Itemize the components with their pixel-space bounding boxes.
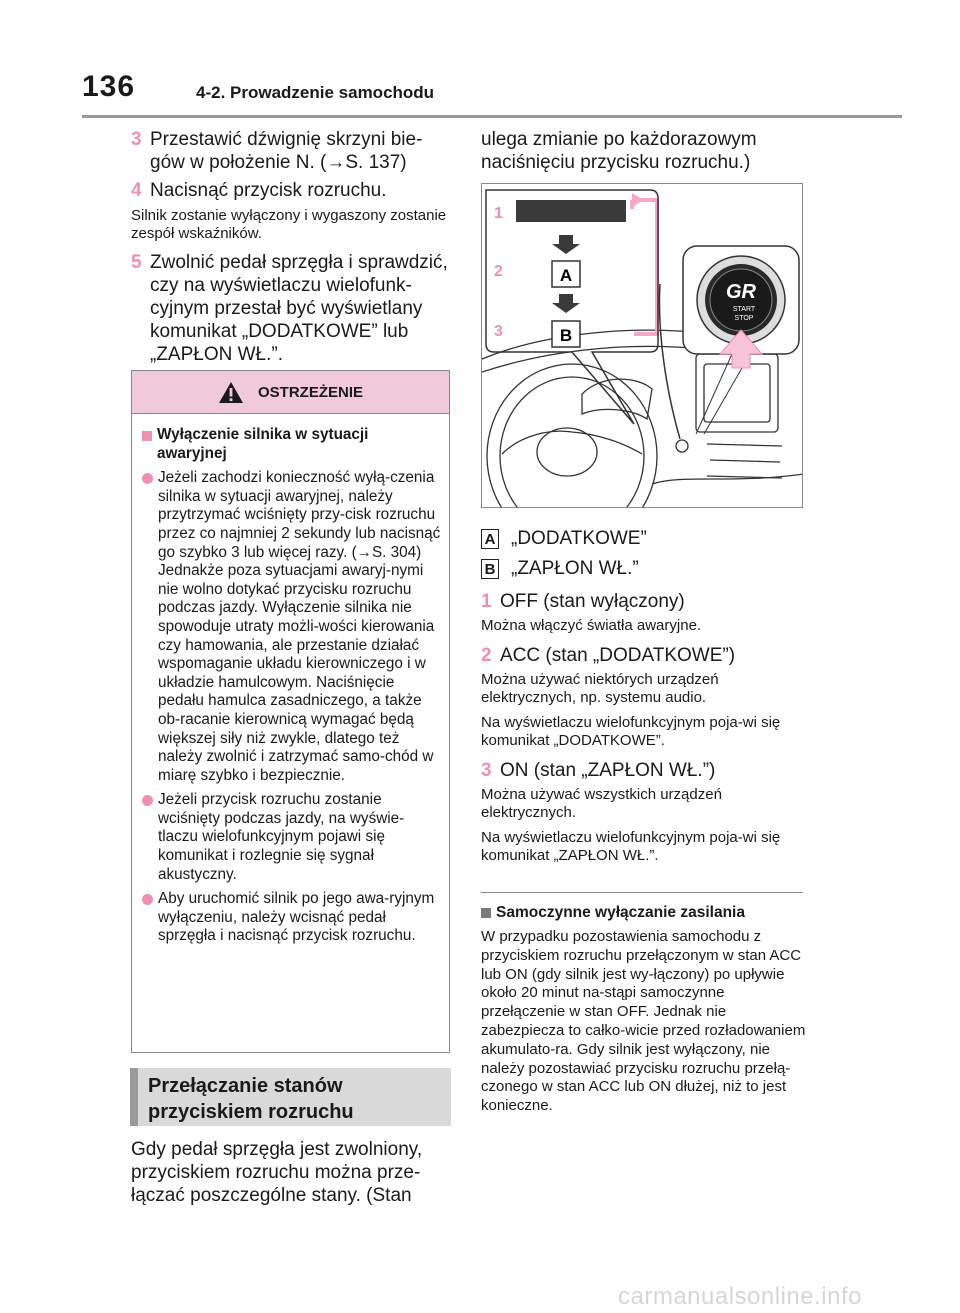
- warning-bullet: Aby uruchomić silnik po jego awa-ryjnym …: [142, 890, 441, 946]
- state-note: Można używać niektórych urządzeń elektry…: [481, 671, 719, 706]
- intro-continuation: ulega zmianie po każdorazowym naciśnięci…: [481, 129, 757, 173]
- legend-item-a: A „DODATKOWE”: [481, 528, 806, 550]
- legend-item-b: B „ZAPŁON WŁ.”: [481, 558, 806, 580]
- auto-off-text: W przypadku pozostawienia samochodu z pr…: [481, 928, 806, 1115]
- intro-paragraph: Gdy pedał sprzęgła jest zwolniony, przyc…: [131, 1139, 423, 1206]
- watermark: carmanualsonline.info: [618, 1283, 862, 1310]
- warning-bullet: Jeżeli przycisk rozruchu zostanie wciśni…: [142, 791, 441, 884]
- step-5: 5 Zwolnić pedał sprzęgła i sprawdzić, cz…: [131, 252, 448, 365]
- warning-header: OSTRZEŻENIE: [132, 371, 449, 414]
- warning-heading: Wyłączenie silnika w sytuacji awaryjnej: [142, 426, 441, 463]
- state-note: Można używać wszystkich urządzeń elektry…: [481, 786, 722, 821]
- warning-box: OSTRZEŻENIE Wyłączenie silnika w sytuacj…: [131, 370, 450, 1053]
- warning-body: Wyłączenie silnika w sytuacji awaryjnej …: [132, 414, 449, 946]
- section-title-box: Przełączanie stanów przyciskiem rozruchu: [130, 1068, 451, 1126]
- figure-number-1: 1: [494, 205, 503, 222]
- dashboard-illustration: A B 1 2 3 GR START STOP: [482, 189, 802, 507]
- figure-letter-a: A: [560, 266, 572, 285]
- warning-triangle-icon: [218, 381, 243, 403]
- bullet-dot-icon: [142, 795, 153, 807]
- square-bullet-icon: [481, 908, 491, 918]
- pointer-arrow-icon: [718, 329, 764, 369]
- display-bar: [516, 200, 626, 222]
- start-button-figure: A B 1 2 3 GR START STOP: [481, 183, 803, 508]
- state-note: Na wyświetlaczu wielofunkcyjnym poja-wi …: [481, 714, 781, 749]
- bullet-dot-icon: [142, 894, 153, 906]
- page-number: 136: [82, 70, 136, 103]
- state-acc: 2 ACC (stan „DODATKOWE”): [481, 645, 736, 666]
- square-bullet-icon: [142, 431, 152, 441]
- states-list: 1 OFF (stan wyłączony) Można włączyć świ…: [481, 590, 806, 865]
- header-divider: [82, 115, 902, 118]
- step-4-note: Silnik zostanie wyłączony i wygaszony zo…: [131, 207, 447, 242]
- figure-number-3: 3: [494, 323, 503, 340]
- state-note: Można włączyć światła awaryjne.: [481, 617, 702, 634]
- warning-title: OSTRZEŻENIE: [257, 383, 363, 401]
- auto-off-title: Samoczynne wyłączanie zasilania: [481, 904, 806, 922]
- figure-number-2: 2: [494, 263, 503, 280]
- step-3: 3 Przestawić dźwignię skrzyni bie-gów w …: [131, 129, 423, 173]
- warning-bullet: Jeżeli zachodzi konieczność wyłą-czenia …: [142, 469, 441, 785]
- left-steps: 3 Przestawić dźwignię skrzyni bie-gów w …: [131, 128, 453, 366]
- bullet-dot-icon: [142, 473, 153, 485]
- section-title-line: Przełączanie stanów: [148, 1075, 343, 1097]
- stop-label: STOP: [735, 315, 754, 322]
- state-off: 1 OFF (stan wyłączony): [481, 591, 685, 612]
- figure-legend: A „DODATKOWE” B „ZAPŁON WŁ.”: [481, 528, 806, 580]
- state-on: 3 ON (stan „ZAPŁON WŁ.”): [481, 760, 716, 781]
- step-4: 4 Nacisnąć przycisk rozruchu.: [131, 180, 387, 201]
- section-title-line: przyciskiem rozruchu: [148, 1101, 354, 1123]
- start-label: START: [733, 306, 756, 313]
- section-divider: [481, 892, 803, 893]
- section-header: 4-2. Prowadzenie samochodu: [196, 83, 435, 102]
- figure-letter-b: B: [560, 326, 572, 345]
- auto-off-section: Samoczynne wyłączanie zasilania W przypa…: [481, 904, 806, 1116]
- state-note: Na wyświetlaczu wielofunkcyjnym poja-wi …: [481, 829, 781, 864]
- gr-logo: GR: [726, 281, 757, 303]
